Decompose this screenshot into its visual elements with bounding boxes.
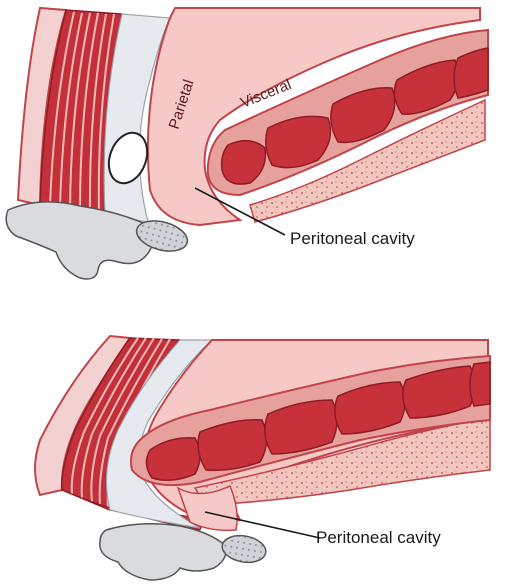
panel-bottom: Peritoneal cavity [35,336,490,580]
peritoneal-cavity-label: Peritoneal cavity [290,229,415,248]
pubic-bone-2 [100,524,226,580]
panel-top: Parietal Visceral Peritoneal cavity [6,8,488,279]
dotted-organ-2 [220,532,268,565]
peritoneal-cavity-label-2: Peritoneal cavity [316,528,441,547]
